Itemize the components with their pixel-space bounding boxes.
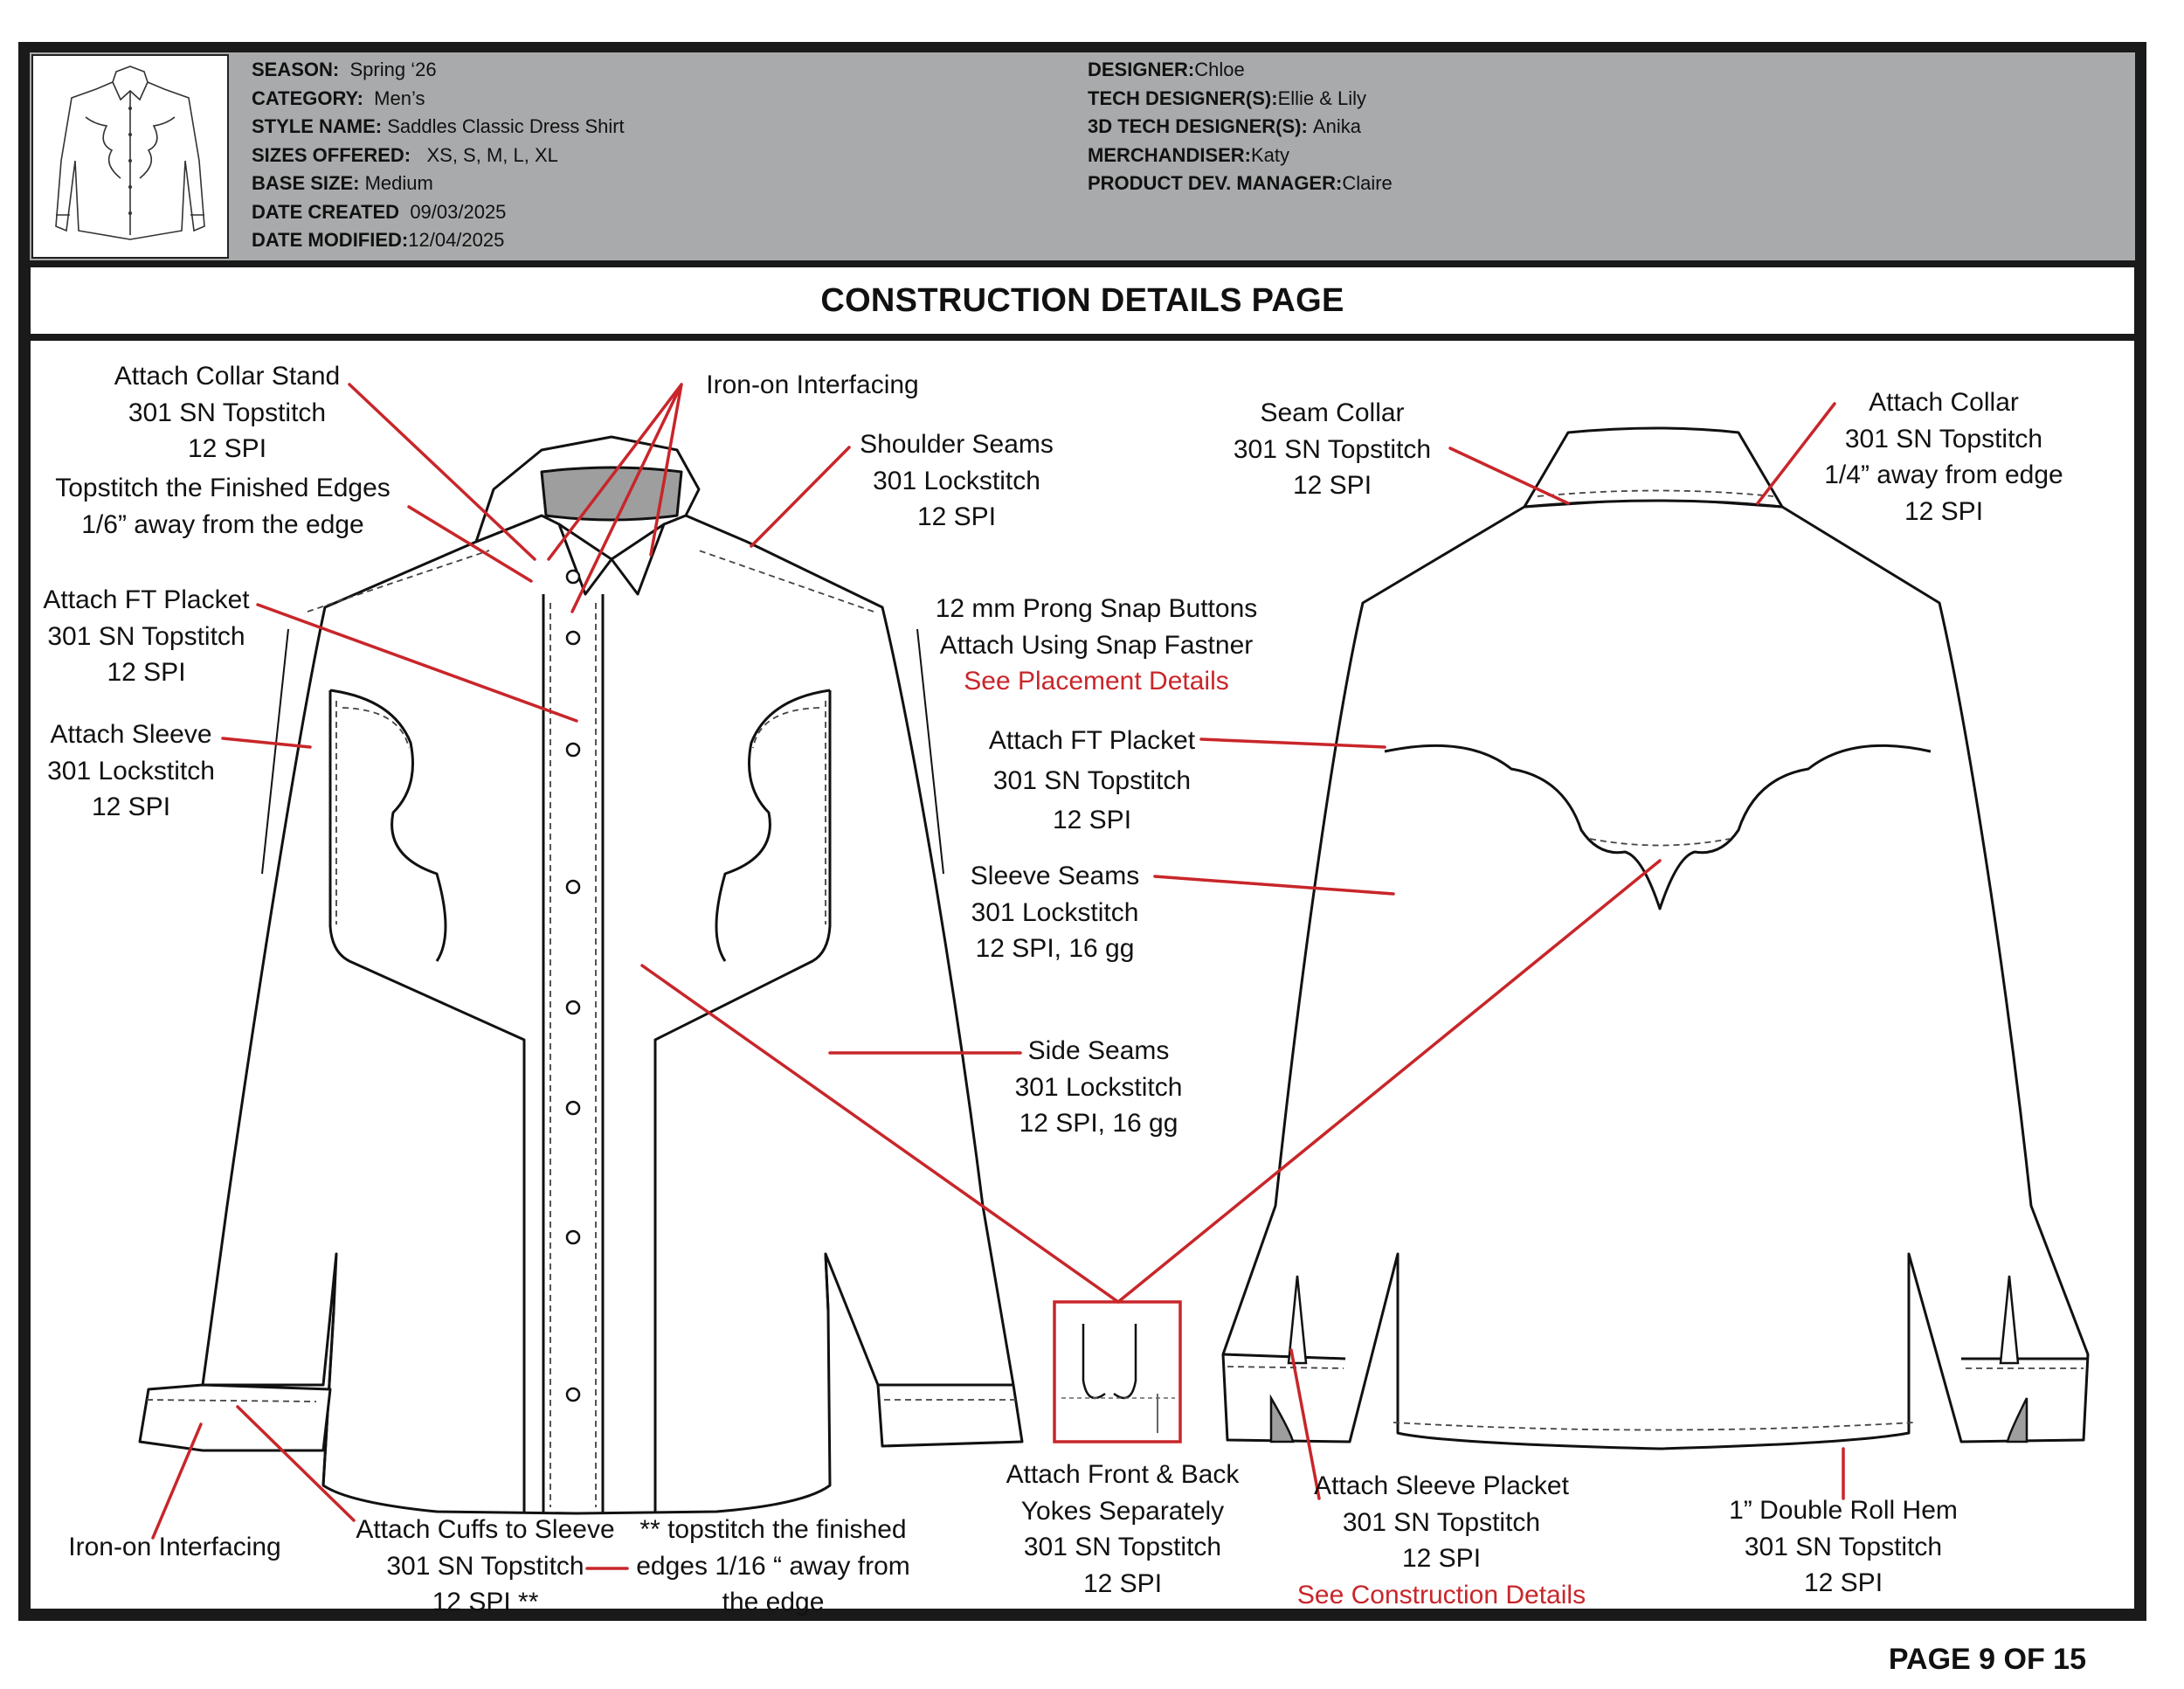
front-shirt-flat	[138, 435, 1024, 1515]
yoke-detail-box	[1053, 1300, 1182, 1443]
see-placement-details-link[interactable]: See Placement Details	[964, 667, 1229, 696]
header-team-info: DESIGNER:Chloe TECH DESIGNER(S):Ellie & …	[1088, 56, 1393, 198]
base-size-row: BASE SIZE: Medium	[252, 172, 433, 194]
header-divider	[30, 260, 2135, 267]
callout-cuffs: Attach Cuffs to Sleeve 301 SN Topstitch …	[356, 1515, 615, 1616]
header-panel	[30, 52, 2135, 260]
callout-ft-placket-back: Attach FT Placket 301 SN Topstitch 12 SP…	[988, 726, 1196, 834]
tech-designer-row: TECH DESIGNER(S):Ellie & Lily	[1088, 87, 1367, 109]
callout-snap-buttons: 12 mm Prong Snap Buttons Attach Using Sn…	[922, 591, 1271, 700]
header-style-info: SEASON: Spring ‘26 CATEGORY: Men’s STYLE…	[252, 56, 625, 255]
callout-interfacing-cuff: Iron-on Interfacing	[68, 1533, 281, 1561]
front-shirt-stitching	[146, 550, 1017, 1507]
callout-hem: 1” Double Roll Hem 301 SN Topstitch 12 S…	[1729, 1496, 1958, 1597]
date-created-row: DATE CREATED 09/03/2025	[252, 200, 507, 223]
callout-topstitch-edges: Topstitch the Finished Edges 1/6” away f…	[55, 474, 390, 539]
back-shirt-flat	[1221, 426, 2090, 1450]
callout-sleeve-placket: Attach Sleeve Placket 301 SN Topstitch 1…	[1280, 1468, 1603, 1613]
callout-collar-stand: Attach Collar Stand 301 SN Topstitch 12 …	[114, 362, 341, 463]
callout-interfacing-collar: Iron-on Interfacing	[706, 370, 919, 399]
season-row: SEASON: Spring ‘26	[252, 59, 437, 80]
title-divider	[30, 334, 2135, 341]
category-row: CATEGORY: Men’s	[252, 87, 425, 109]
page-title: CONSTRUCTION DETAILS PAGE	[820, 281, 1344, 319]
callout-ft-placket-front: Attach FT Placket 301 SN Topstitch 12 SP…	[43, 585, 250, 687]
callout-sleeve-seams: Sleeve Seams 301 Lockstitch 12 SPI, 16 g…	[970, 862, 1140, 963]
callout-attach-sleeve: Attach Sleeve 301 Lockstitch 12 SPI	[47, 720, 215, 821]
callout-seam-collar: Seam Collar 301 SN Topstitch 12 SPI	[1233, 398, 1432, 500]
shirt-thumbnail-sketch	[55, 66, 205, 240]
callout-shoulder-seams: Shoulder Seams 301 Lockstitch 12 SPI	[860, 430, 1054, 531]
shirt-thumbnail	[31, 54, 229, 259]
date-modified-row: DATE MODIFIED:12/04/2025	[252, 229, 505, 251]
sleeve-plackets	[1269, 1275, 2028, 1443]
merchandiser-row: MERCHANDISER:Katy	[1088, 143, 1290, 166]
callout-yokes: Attach Front & Back Yokes Separately 301…	[1006, 1460, 1240, 1598]
3d-tech-designer-row: 3D TECH DESIGNER(S): Anika	[1088, 115, 1361, 137]
front-snap-buttons	[565, 569, 581, 1402]
style-name-row: STYLE NAME: Saddles Classic Dress Shirt	[252, 115, 625, 137]
sizes-row: SIZES OFFERED: XS, S, M, L, XL	[252, 143, 558, 166]
product-dev-manager-row: PRODUCT DEV. MANAGER:Claire	[1088, 172, 1393, 194]
back-shirt-stitching	[1227, 489, 2084, 1431]
see-construction-details-link[interactable]: See Construction Details	[1296, 1580, 1586, 1609]
designer-row: DESIGNER:Chloe	[1088, 59, 1245, 80]
callout-cuffs-note: ** topstitch the finished edges 1/16 “ a…	[636, 1515, 910, 1616]
callout-attach-collar: Attach Collar 301 SN Topstitch 1/4” away…	[1824, 388, 2063, 526]
callout-side-seams: Side Seams 301 Lockstitch 12 SPI, 16 gg	[1014, 1036, 1183, 1138]
callout-lines	[151, 383, 1845, 1570]
page-number: PAGE 9 OF 15	[1888, 1643, 2086, 1676]
